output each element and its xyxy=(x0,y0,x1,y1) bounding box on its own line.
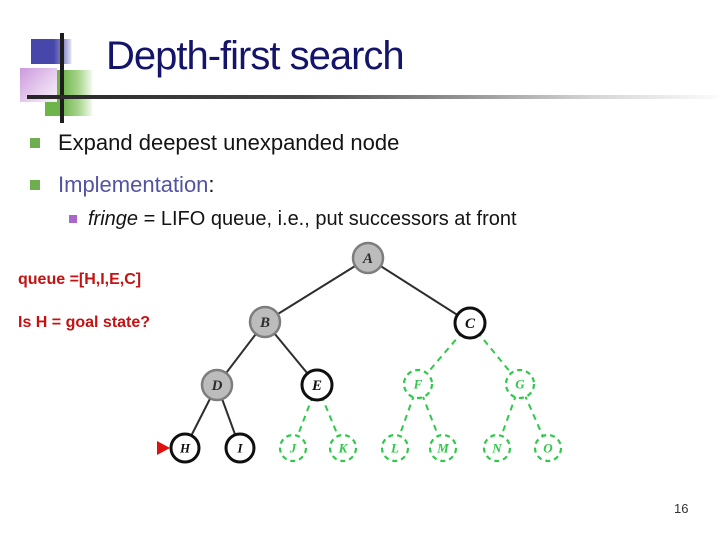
page-number: 16 xyxy=(674,501,689,516)
square-sub-bullet-icon xyxy=(69,215,77,223)
tree-edge-E-K xyxy=(316,384,344,449)
tree-node-B: B xyxy=(248,305,282,339)
bullet-text: Implementation: xyxy=(58,172,215,198)
tree-node-K: K xyxy=(328,433,358,463)
goal-state-annotation: Is H = goal state? xyxy=(18,314,151,331)
tree-node-M: M xyxy=(428,433,458,463)
tree-node-label: M xyxy=(436,441,449,456)
tree-edge-F-M xyxy=(417,383,444,449)
bullet-text: fringe = LIFO queue, i.e., put successor… xyxy=(88,208,517,231)
decoration-vertical-line xyxy=(60,33,64,123)
tree-node-J: J xyxy=(278,433,308,463)
tree-node-label: K xyxy=(338,441,349,456)
tree-node-label: H xyxy=(179,441,191,456)
tree-edge-A-C xyxy=(367,257,471,324)
tree-edge-F-L xyxy=(394,383,419,449)
tree-node-label: N xyxy=(491,441,502,456)
tree-node-O: O xyxy=(533,433,563,463)
tree-node-I: I xyxy=(224,432,256,464)
tree-node-D: D xyxy=(200,368,234,402)
fringe-rest: = LIFO queue, i.e., put successors at fr… xyxy=(138,208,517,230)
tree-node-G: G xyxy=(504,368,536,400)
tree-edge-B-D xyxy=(216,321,266,386)
tree-node-label: A xyxy=(362,251,373,267)
decoration-horizontal-rule xyxy=(27,95,717,99)
tree-node-label: C xyxy=(465,316,476,332)
slide-title: Depth-first search xyxy=(106,34,405,78)
tree-node-E: E xyxy=(300,368,334,402)
tree-node-label: F xyxy=(413,377,423,392)
sub-bullet-fringe: fringe = LIFO queue, i.e., put successor… xyxy=(69,208,517,231)
bullet-item-implementation: Implementation: xyxy=(30,172,215,198)
tree-edge-C-F xyxy=(417,322,471,385)
tree-node-C: C xyxy=(453,306,487,340)
square-bullet-icon xyxy=(30,138,40,148)
tree-edge-A-B xyxy=(264,257,369,323)
current-node-pointer-icon xyxy=(157,441,170,455)
tree-node-L: L xyxy=(380,433,410,463)
tree-node-label: L xyxy=(390,441,399,456)
tree-edge-C-G xyxy=(469,322,521,385)
tree-node-label: B xyxy=(259,315,270,331)
tree-node-label: I xyxy=(236,441,243,456)
tree-edge-E-J xyxy=(292,384,318,449)
square-bullet-icon xyxy=(30,180,40,190)
tree-node-H: H xyxy=(169,432,201,464)
bullet-item-expand: Expand deepest unexpanded node xyxy=(30,130,399,156)
implementation-word: Implementation xyxy=(58,172,209,197)
tree-node-A: A xyxy=(351,241,385,275)
tree-node-label: G xyxy=(515,377,525,392)
tree-edge-B-E xyxy=(264,321,318,386)
tree-node-N: N xyxy=(482,433,512,463)
tree-edge-G-N xyxy=(496,383,521,449)
tree-edge-D-I xyxy=(216,384,241,449)
tree-node-F: F xyxy=(402,368,434,400)
tree-edge-D-H xyxy=(184,384,218,449)
tree-node-label: O xyxy=(543,441,553,456)
decoration-blue-square xyxy=(31,39,72,64)
tree-edge-G-O xyxy=(519,383,549,449)
tree-node-label: E xyxy=(311,378,322,394)
tree-node-label: J xyxy=(289,441,297,456)
queue-annotation: queue =[H,I,E,C] xyxy=(18,271,142,288)
bullet-text: Expand deepest unexpanded node xyxy=(58,130,400,155)
fringe-italic: fringe xyxy=(88,208,139,230)
tree-node-label: D xyxy=(211,378,223,394)
implementation-colon: : xyxy=(208,172,215,197)
